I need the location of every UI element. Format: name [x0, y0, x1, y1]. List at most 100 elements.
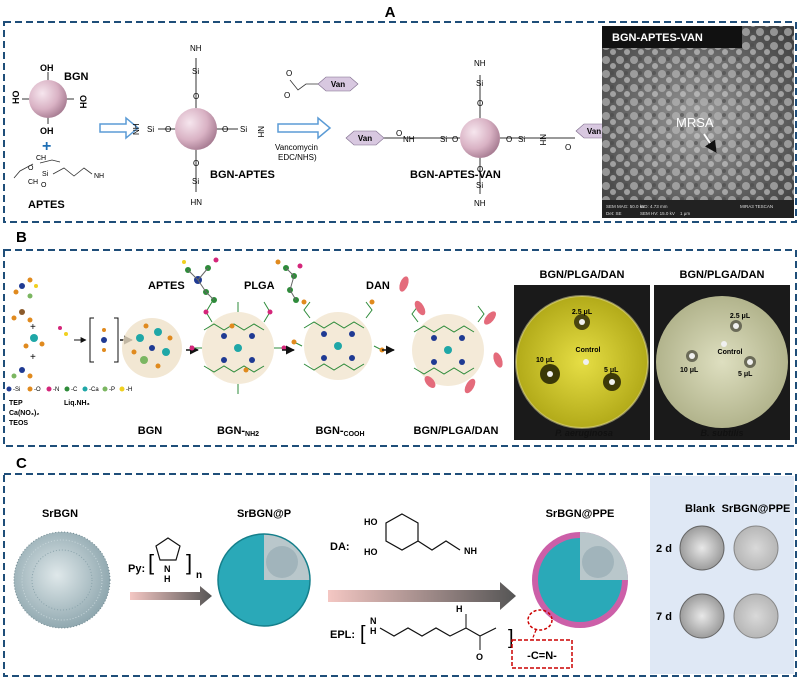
aptes-molecule: APTES: [148, 257, 219, 303]
stage-nh2-label: BGN-NH2: [217, 425, 259, 438]
plus-sign: +: [42, 138, 51, 155]
dish-ppe-7d: [733, 593, 779, 639]
svg-text:H: H: [456, 604, 463, 614]
svg-text:+: +: [30, 352, 36, 363]
panel-c-border: [3, 473, 797, 677]
antibacterial-plates: Blank SrBGN@PPE 2 d 7 d: [650, 476, 794, 674]
bgn-aptes-sphere: [175, 108, 217, 150]
svg-text:N: N: [370, 616, 377, 626]
svg-text:NH: NH: [94, 173, 104, 180]
plate1-organism: P. aeruginosa: [555, 428, 613, 438]
sem-title: BGN-APTES-VAN: [612, 32, 703, 44]
svg-text:NH: NH: [190, 44, 202, 53]
srbgn-particle: SrBGN: [13, 508, 111, 629]
svg-text:Si: Si: [476, 79, 483, 88]
svg-text:Si: Si: [147, 125, 154, 134]
reagent-line-2: EDC/NHS): [278, 153, 317, 162]
svg-text:O: O: [506, 135, 512, 144]
svg-text:2.5 μL: 2.5 μL: [572, 309, 593, 316]
arrow-c2: [328, 582, 516, 610]
svg-text:Control: Control: [718, 349, 743, 356]
svg-text:+: +: [30, 322, 36, 333]
bgn-label: BGN: [64, 71, 89, 83]
py-label: Py:: [128, 563, 145, 575]
sem-arrow: [703, 133, 717, 153]
svg-text:-C: -C: [71, 387, 78, 393]
svg-text:Si: Si: [240, 125, 247, 134]
bgn-nh2-cluster: BGN-NH2: [189, 301, 295, 438]
da-label: DA:: [330, 541, 350, 553]
srbgn-ppe-particle: SrBGN@PPE -C=N-: [511, 508, 628, 669]
panel-c-letter: C: [16, 455, 27, 472]
row-7d: 7 d: [656, 611, 672, 623]
dan-label: DAN: [366, 280, 390, 292]
sem-mrsa-label: MRSA: [676, 115, 714, 130]
svg-text:1 μm: 1 μm: [680, 211, 690, 216]
atom-legend: -Si -O -N -C -Ca -P -H TEP Ca(NO₃)₂ TEOS…: [6, 386, 132, 427]
svg-text:O: O: [222, 125, 228, 134]
svg-text:NH: NH: [474, 59, 486, 68]
row-2d: 2 d: [656, 543, 672, 555]
svg-text:O: O: [476, 652, 483, 662]
svg-text:NH: NH: [474, 199, 486, 208]
aptes-b-label: APTES: [148, 280, 185, 292]
panel-b: B + +: [3, 229, 797, 447]
bgn-oh-bottom: OH: [40, 126, 54, 136]
bgn-oh-top: OH: [40, 63, 54, 73]
svg-text:-P: -P: [109, 387, 115, 393]
aptes-structure: CH O Si CH O NH APTES: [13, 155, 104, 211]
plate2-title: BGN/PLGA/DAN: [680, 269, 765, 281]
svg-text:HO: HO: [364, 547, 378, 557]
stage-final-label: BGN/PLGA/DAN: [414, 425, 499, 437]
svg-text:5 μL: 5 μL: [604, 367, 619, 374]
bgn-aptes-van-group: NH Si O O Si NH Van O NH Si O O Si NH O …: [345, 59, 613, 208]
arrow-a1: [99, 116, 140, 140]
svg-text:O: O: [41, 182, 47, 189]
panel-a: A OH OH HO OH BGN + CH O Si CH O NH: [3, 4, 797, 223]
bgn-cooh-cluster: BGN-COOH: [291, 299, 395, 438]
bgn-aptes-group: NH Si O O Si NH NH Si O O Si NH BGN-APTE…: [132, 44, 275, 206]
arrow-a2: Vancomycin EDC/NHS): [275, 116, 332, 162]
svg-text:O: O: [286, 69, 292, 78]
precursor-tep: TEP: [9, 400, 23, 407]
svg-text:Control: Control: [576, 347, 601, 354]
svg-text:O: O: [477, 165, 483, 174]
dish-blank-7d: [679, 593, 725, 639]
sem-image: BGN-APTES-VAN MRSA SEM MAG: 50.0 kx WD: …: [602, 26, 794, 218]
precursor-molecules: + +: [11, 277, 133, 379]
panel-a-letter: A: [385, 4, 396, 21]
precursor-cano3: Ca(NO₃)₂: [9, 410, 39, 417]
svg-text:2.5 μL: 2.5 μL: [730, 313, 751, 320]
panel-c: C SrBGN Py: [ ] N H n SrBGN@P: [3, 455, 797, 677]
col-ppe: SrBGN@PPE: [722, 503, 791, 515]
svg-text:O: O: [284, 91, 290, 100]
svg-text:Si: Si: [518, 135, 525, 144]
plate-p-aeruginosa: BGN/PLGA/DAN 2.5 μL Control 10 μL 5 μL P…: [514, 269, 650, 440]
srbgn-p-particle: SrBGN@P: [217, 508, 311, 627]
bgn-aptes-van-sphere: [460, 118, 500, 158]
pyrrole-structure: Py: [ ] N H n: [128, 537, 212, 606]
svg-text:NH: NH: [190, 197, 202, 206]
van-reagent: O O Van: [284, 69, 359, 100]
svg-text:NH: NH: [132, 123, 141, 135]
epl-label: EPL:: [330, 629, 355, 641]
svg-text:-N: -N: [53, 387, 59, 393]
bgn-oh-right: OH: [78, 95, 88, 109]
srbgn-label: SrBGN: [42, 508, 78, 520]
epl-structure: EPL: [ ] H N H O n: [330, 604, 524, 662]
svg-text:NH: NH: [256, 126, 265, 138]
svg-text:NH: NH: [538, 134, 547, 146]
svg-text:NH: NH: [464, 546, 477, 556]
srbgn-p-label: SrBGN@P: [237, 508, 291, 520]
bgn-plga-dan-cluster: BGN/PLGA/DAN: [411, 300, 503, 437]
col-blank: Blank: [685, 503, 716, 515]
bgn-aptes-label: BGN-APTES: [210, 169, 275, 181]
svg-text:CH: CH: [36, 155, 46, 162]
svg-text:5 μL: 5 μL: [738, 371, 753, 378]
svg-text:Si: Si: [192, 67, 199, 76]
plate2-organism: B. subtilis: [700, 428, 743, 438]
svg-text:Si: Si: [476, 181, 483, 190]
bgn-cluster: BGN: [122, 318, 199, 437]
plate1-title: BGN/PLGA/DAN: [540, 269, 625, 281]
svg-text:O: O: [396, 129, 402, 138]
